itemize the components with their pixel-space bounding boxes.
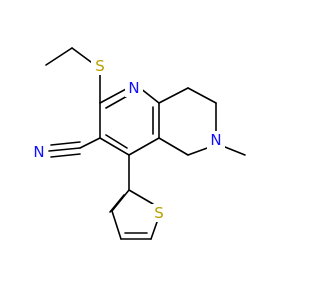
- bond-n6-methyl: [224, 146, 246, 156]
- bond-n1-c8a: [139, 87, 160, 104]
- nitrogen-methylamine-label: N: [210, 131, 221, 149]
- bond-n6-c5: [187, 146, 211, 156]
- bond-c5-c4a: [158, 137, 189, 156]
- sulfur-thiophene-label: S: [154, 204, 164, 222]
- bond-th-c5-s: [150, 221, 158, 240]
- bond-c2-n1-double: [105, 94, 130, 109]
- bond-c2-n1: [99, 87, 129, 104]
- bond-c8-c7: [187, 87, 217, 104]
- bond-th-c2-c3-double: [109, 194, 125, 213]
- bond-cn-triple-b: [50, 141, 81, 146]
- nitrogen-nitrile-label: N: [33, 143, 44, 161]
- bond-cn-triple-c: [50, 153, 81, 158]
- bond-cn-triple-a: [48, 147, 81, 152]
- bond-c4-c3-double: [105, 134, 128, 149]
- bond-ethyl-ch3-ch2: [45, 47, 73, 66]
- bonds: [45, 47, 246, 240]
- molecule-structure-diagram: S N N N S: [30, 47, 246, 240]
- bond-c4-c3: [99, 137, 130, 156]
- bond-c8a-c8: [158, 87, 189, 104]
- bond-th-c3-c4: [111, 210, 122, 240]
- atom-labels: S N N N S: [30, 57, 225, 222]
- nitrogen-pyridine-label: N: [128, 79, 139, 97]
- bond-c3-cn: [79, 137, 101, 149]
- bond-c4a-c4: [128, 137, 160, 156]
- sulfur-ethylthio-label: S: [95, 57, 105, 75]
- bond-th-s-c2: [128, 189, 154, 205]
